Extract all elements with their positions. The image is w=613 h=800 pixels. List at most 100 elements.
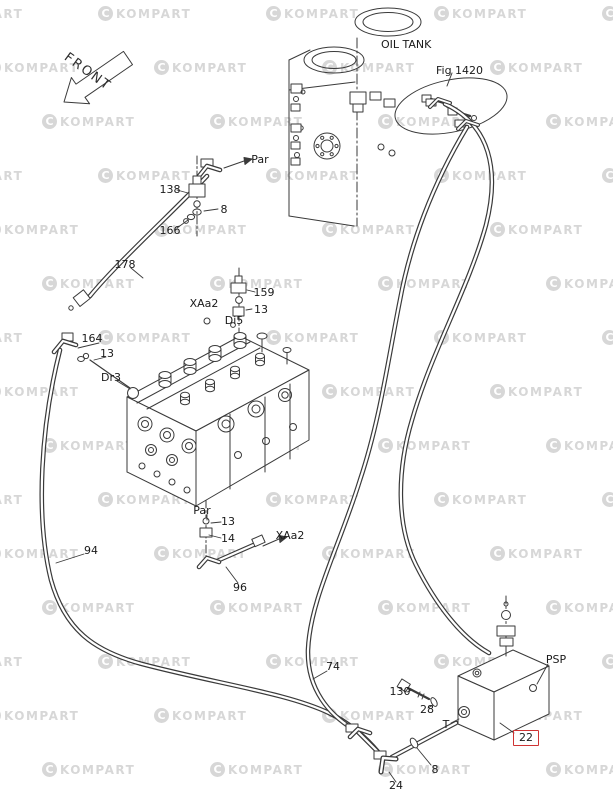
callout-138[interactable]: 138 [159,182,181,196]
watermark-logo-icon: C [210,276,225,291]
watermark-logo-icon: C [98,492,113,507]
callout-13-a[interactable]: 13 [254,302,268,316]
watermark-logo-icon: C [546,600,561,615]
watermark-logo-icon: C [378,276,393,291]
watermark-logo-icon: C [42,114,57,129]
callout-28[interactable]: 28 [420,702,434,716]
callout-24[interactable]: 24 [389,778,403,792]
watermark-logo-icon: C [266,330,281,345]
watermark-logo-icon: C [266,168,281,183]
watermark-logo-icon: C [378,438,393,453]
oil-tank-drawing [288,7,422,227]
callout-178[interactable]: 178 [114,257,136,271]
callout-13-c[interactable]: 13 [221,514,235,528]
fig-1420-reference[interactable]: Fig 1420 [436,64,484,77]
watermark-logo-icon: C [98,6,113,21]
watermark-logo-icon: C [98,654,113,669]
callout-130[interactable]: 130 [389,684,411,698]
watermark-logo-icon: C [154,708,169,723]
callout-159[interactable]: 159 [253,285,275,299]
callout-port-t: T [442,717,450,731]
callout-74[interactable]: 74 [326,659,340,673]
watermark-logo-icon: C [602,492,613,507]
watermark-logo-icon: C [602,654,613,669]
callout-13-b[interactable]: 13 [100,346,114,360]
watermark-logo-icon: C [42,600,57,615]
xaa2-flow-arrow-icon [262,535,288,547]
leader-lines [55,189,549,783]
watermark-logo-icon: C [322,222,337,237]
watermark-logo-icon: C [322,60,337,75]
par-flow-arrow-icon [223,157,253,169]
watermark-logo-icon: C [378,600,393,615]
watermark-logo-icon: C [546,276,561,291]
hose-74 [305,124,470,732]
callout-94[interactable]: 94 [84,543,98,557]
watermark-logo-icon: C [490,384,505,399]
fittings-and-adapters [51,97,480,775]
callout-166[interactable]: 166 [159,223,181,237]
callout-port-dr3: Dr3 [101,370,121,384]
callout-164[interactable]: 164 [81,331,103,345]
watermark-logo-icon: C [42,276,57,291]
watermark-logo-icon: C [266,492,281,507]
watermark-logo-icon: C [322,384,337,399]
watermark-logo-icon: C [98,330,113,345]
main-control-valve [126,332,310,507]
callout-port-di5: Di5 [224,313,244,327]
watermark-logo-icon: C [602,6,613,21]
callout-8-bottom[interactable]: 8 [431,762,439,776]
watermark-logo-icon: C [546,762,561,777]
callout-14[interactable]: 14 [221,531,235,545]
watermark-logo-icon: C [98,168,113,183]
flow-arrows [223,157,288,547]
watermark-logo-icon: C [0,384,1,399]
watermark-logo-icon: C [434,6,449,21]
psp-valve-block [457,601,550,741]
callout-8-top[interactable]: 8 [220,202,228,216]
watermark-logo-icon: C [602,168,613,183]
watermark-logo-icon: C [434,654,449,669]
callout-96[interactable]: 96 [233,580,247,594]
watermark-logo-icon: C [0,708,1,723]
watermark-logo-icon: C [546,114,561,129]
callout-22-highlighted[interactable]: 22 [513,729,539,747]
watermark-logo-icon: C [546,438,561,453]
